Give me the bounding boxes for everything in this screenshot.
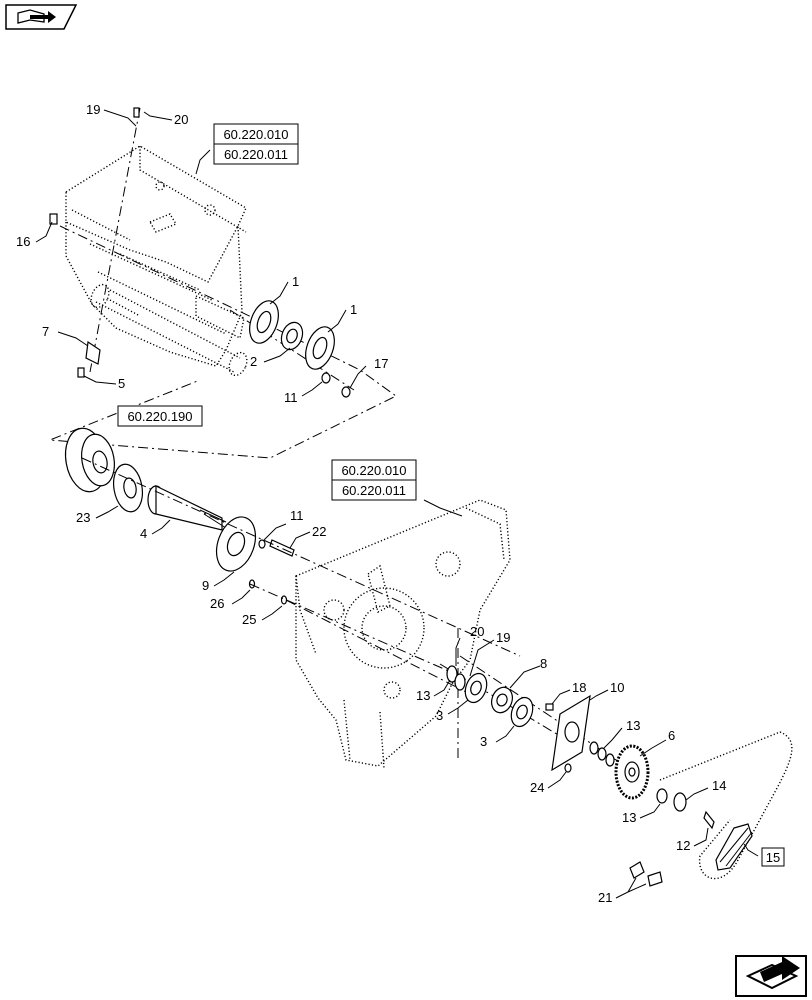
- callout-11-top: 11: [284, 390, 298, 405]
- pin-12: [703, 810, 715, 830]
- callout-13a: 13: [416, 688, 430, 703]
- callout-22: 22: [312, 524, 326, 539]
- ref-box-left[interactable]: 60.220.190: [117, 405, 203, 427]
- callout-19: 19: [86, 102, 100, 117]
- sprocket-hub-23: [64, 427, 115, 493]
- bearing-8: [491, 686, 513, 714]
- lower-axis-pins: [249, 583, 471, 695]
- next-page-arrow-icon[interactable]: [735, 955, 807, 997]
- bearing-3a: [464, 672, 488, 704]
- callout-18: 18: [572, 680, 586, 695]
- washer-11-mid: [258, 539, 266, 549]
- book-arrow-icon[interactable]: [5, 4, 78, 30]
- callout-9: 9: [202, 578, 209, 593]
- washers-13-left: [446, 665, 466, 691]
- callout-21: 21: [598, 890, 612, 905]
- ref-upper-b[interactable]: 60.220.011: [224, 147, 288, 162]
- upper-tube: [90, 283, 248, 377]
- callout-1a: 1: [292, 274, 299, 289]
- flange-9: [215, 516, 257, 572]
- callout-3b: 3: [480, 734, 487, 749]
- lower-axis-main: [81, 457, 521, 657]
- flange-1a: [249, 300, 279, 344]
- callout-11-mid: 11: [290, 508, 304, 523]
- ref-lower-a[interactable]: 60.220.010: [341, 463, 406, 478]
- lower-gear-housing: [295, 499, 511, 769]
- bolt-24: [564, 763, 572, 773]
- upper-axis-main: [49, 225, 397, 459]
- callout-25: 25: [242, 612, 256, 627]
- callout-13b: 13: [626, 718, 640, 733]
- bearing-2: [280, 321, 304, 351]
- upper-axis-bearing: [229, 309, 355, 391]
- washers-13-right: [589, 741, 615, 767]
- callout-13c: 13: [622, 810, 636, 825]
- callout-10: 10: [610, 680, 624, 695]
- bolt-22: [269, 539, 295, 557]
- handle-7: [85, 340, 101, 365]
- callout-7: 7: [42, 324, 49, 339]
- callout-1b: 1: [350, 302, 357, 317]
- chain-15: [659, 731, 793, 880]
- callout-labels: 19 20 16 7 5 1 1 2 17 11 23 4 11 22 9 26…: [16, 102, 726, 905]
- flange-1b: [305, 326, 335, 370]
- bolt-16: [49, 213, 58, 225]
- callout-6: 6: [668, 728, 675, 743]
- callout-20: 20: [174, 112, 188, 127]
- callout-19-mid: 19: [496, 630, 510, 645]
- callout-16: 16: [16, 234, 30, 249]
- callout-12: 12: [676, 838, 690, 853]
- pin-26: [248, 579, 256, 589]
- callout-8: 8: [540, 656, 547, 671]
- ref-lower-b[interactable]: 60.220.011: [342, 483, 406, 498]
- washer-11-top: [321, 372, 331, 384]
- nut-17: [341, 386, 351, 398]
- callout-5: 5: [118, 376, 125, 391]
- plate-10: [551, 694, 591, 772]
- bearing-3b: [510, 696, 534, 728]
- upper-axis-vertical: [89, 107, 141, 373]
- pin-25: [280, 595, 288, 605]
- callout-23: 23: [76, 510, 90, 525]
- washer-13-bottom: [656, 788, 668, 804]
- chain-links-21: [629, 861, 663, 887]
- ref-box-upper[interactable]: 60.220.010 60.220.011: [213, 123, 299, 165]
- callout-20-mid: 20: [470, 624, 484, 639]
- callout-17: 17: [374, 356, 388, 371]
- sprocket-6: [614, 744, 650, 800]
- ref-box-lower[interactable]: 60.220.010 60.220.011: [331, 459, 417, 501]
- ref-upper-a[interactable]: 60.220.010: [223, 127, 288, 142]
- flange-23: [112, 463, 144, 513]
- bolt-18: [545, 703, 554, 711]
- pin-19-top: [133, 107, 140, 118]
- callout-14: 14: [712, 778, 726, 793]
- callout-2: 2: [250, 354, 257, 369]
- callout-26: 26: [210, 596, 224, 611]
- callout-24: 24: [530, 780, 544, 795]
- callout-15: 15: [766, 850, 780, 865]
- upper-frame-housing: [65, 145, 247, 367]
- callout-3a: 3: [436, 708, 443, 723]
- leader-lines: [35, 109, 759, 899]
- callout-box-15: 15: [761, 847, 785, 867]
- callout-4: 4: [140, 526, 147, 541]
- ref-left[interactable]: 60.220.190: [127, 409, 192, 424]
- washer-14: [673, 792, 687, 812]
- bolt-5: [77, 367, 85, 378]
